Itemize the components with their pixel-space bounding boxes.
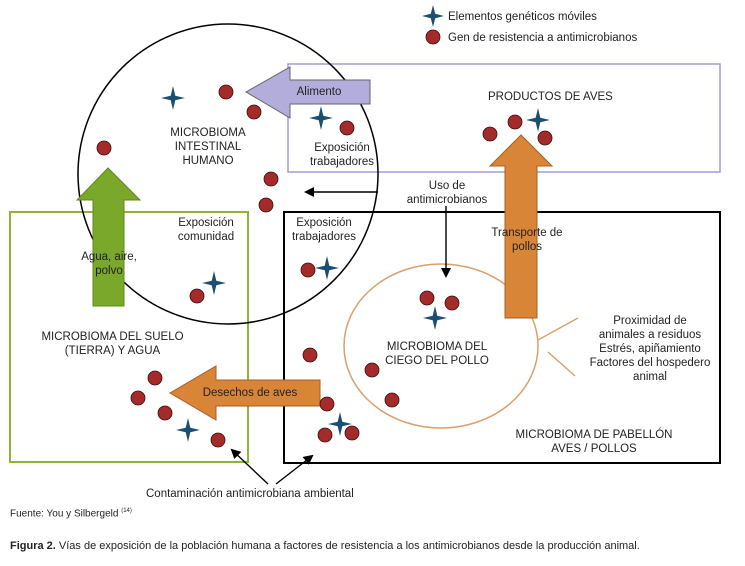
- resistance-gene-marker: [317, 427, 333, 443]
- legend-resistance-gene-label: Gen de resistencia a antimicrobianos: [448, 32, 638, 44]
- mobile-element-marker: [328, 412, 352, 436]
- figure-caption: Figura 2. Vías de exposición de la pobla…: [10, 540, 640, 552]
- bird-waste-label: Desechos de aves: [202, 387, 298, 399]
- resistance-gene-marker: [246, 104, 262, 120]
- resistance-gene-marker: [507, 114, 523, 130]
- bird-waste-arrow: [169, 365, 321, 421]
- environmental-contamination-label: Contaminación antimicrobiana ambiental: [146, 488, 354, 500]
- mobile-element-marker: [423, 306, 447, 330]
- barn-box: [283, 211, 721, 464]
- resistance-gene-marker: [419, 290, 435, 306]
- resistance-gene-marker: [130, 390, 146, 406]
- mobile-element-marker: [161, 86, 185, 110]
- transport-label: Transporte de pollos: [491, 227, 563, 253]
- legend-mobile-elements-label: Elementos genéticos móviles: [448, 11, 597, 23]
- resistance-gene-marker: [189, 288, 205, 304]
- resistance-gene-marker: [302, 347, 318, 363]
- barn-label: MICROBIOMA DE PABELLÓN AVES / POLLOS: [515, 429, 673, 455]
- human-gut-circle: [77, 23, 379, 325]
- poultry-products-box: [287, 63, 721, 173]
- resistance-gene-marker: [263, 171, 279, 187]
- food-arrow-label: Alimento: [296, 86, 342, 98]
- mobile-element-marker: [176, 418, 200, 442]
- legend-mobile-element-icon: [422, 5, 444, 27]
- mobile-element-marker: [315, 256, 339, 280]
- resistance-gene-marker: [444, 295, 460, 311]
- resistance-gene-marker: [96, 140, 112, 156]
- resistance-gene-marker: [300, 262, 316, 278]
- water-air-dust-arrow: [75, 167, 142, 307]
- resistance-gene-marker: [339, 120, 355, 136]
- mobile-element-marker: [526, 108, 550, 132]
- mobile-element-marker: [309, 106, 333, 130]
- contamination-arrow-right: [275, 454, 314, 485]
- chicken-cecum-label: MICROBIOMA DEL CIEGO DEL POLLO: [385, 341, 489, 367]
- resistance-gene-marker: [258, 197, 274, 213]
- resistance-gene-marker: [218, 84, 234, 100]
- poultry-products-label: PRODUCTOS DE AVES: [488, 91, 613, 103]
- resistance-gene-marker: [210, 432, 226, 448]
- resistance-gene-marker: [319, 396, 335, 412]
- worker-exposure-barn-label: Exposición trabajadores: [292, 217, 356, 243]
- chicken-cecum-circle: [343, 263, 539, 429]
- water-air-dust-label: Agua, aire, polvo: [81, 251, 137, 277]
- antimicrobial-use-label: Uso de antimicrobianos: [406, 180, 488, 206]
- contamination-arrow-left: [230, 448, 269, 485]
- soil-water-label: MICROBIOMA DEL SUELO (TIERRA) Y AGUA: [41, 331, 184, 357]
- resistance-gene-marker: [364, 362, 380, 378]
- transport-arrow: [488, 134, 554, 319]
- resistance-gene-marker: [344, 425, 360, 441]
- resistance-gene-marker: [482, 126, 498, 142]
- community-exposure-label: Exposición comunidad: [177, 217, 235, 243]
- host-factors-line-2: [547, 351, 576, 377]
- legend-resistance-gene-icon: [425, 29, 441, 45]
- resistance-gene-marker: [537, 130, 553, 146]
- mobile-element-marker: [202, 271, 226, 295]
- human-gut-label: MICROBIOMA INTESTINAL HUMANO: [170, 127, 246, 167]
- source-note: Fuente: You y Silbergeld (14): [10, 508, 132, 520]
- soil-water-box: [9, 211, 249, 463]
- worker-exposure-top-label: Exposición trabajadores: [310, 142, 374, 168]
- host-factors-label: Proximidad de animales a residuos Estrés…: [589, 315, 711, 383]
- resistance-gene-marker: [157, 405, 173, 421]
- resistance-gene-marker: [147, 370, 163, 386]
- resistance-gene-marker: [384, 392, 400, 408]
- food-arrow: [245, 66, 371, 119]
- host-factors-line-1: [537, 317, 579, 341]
